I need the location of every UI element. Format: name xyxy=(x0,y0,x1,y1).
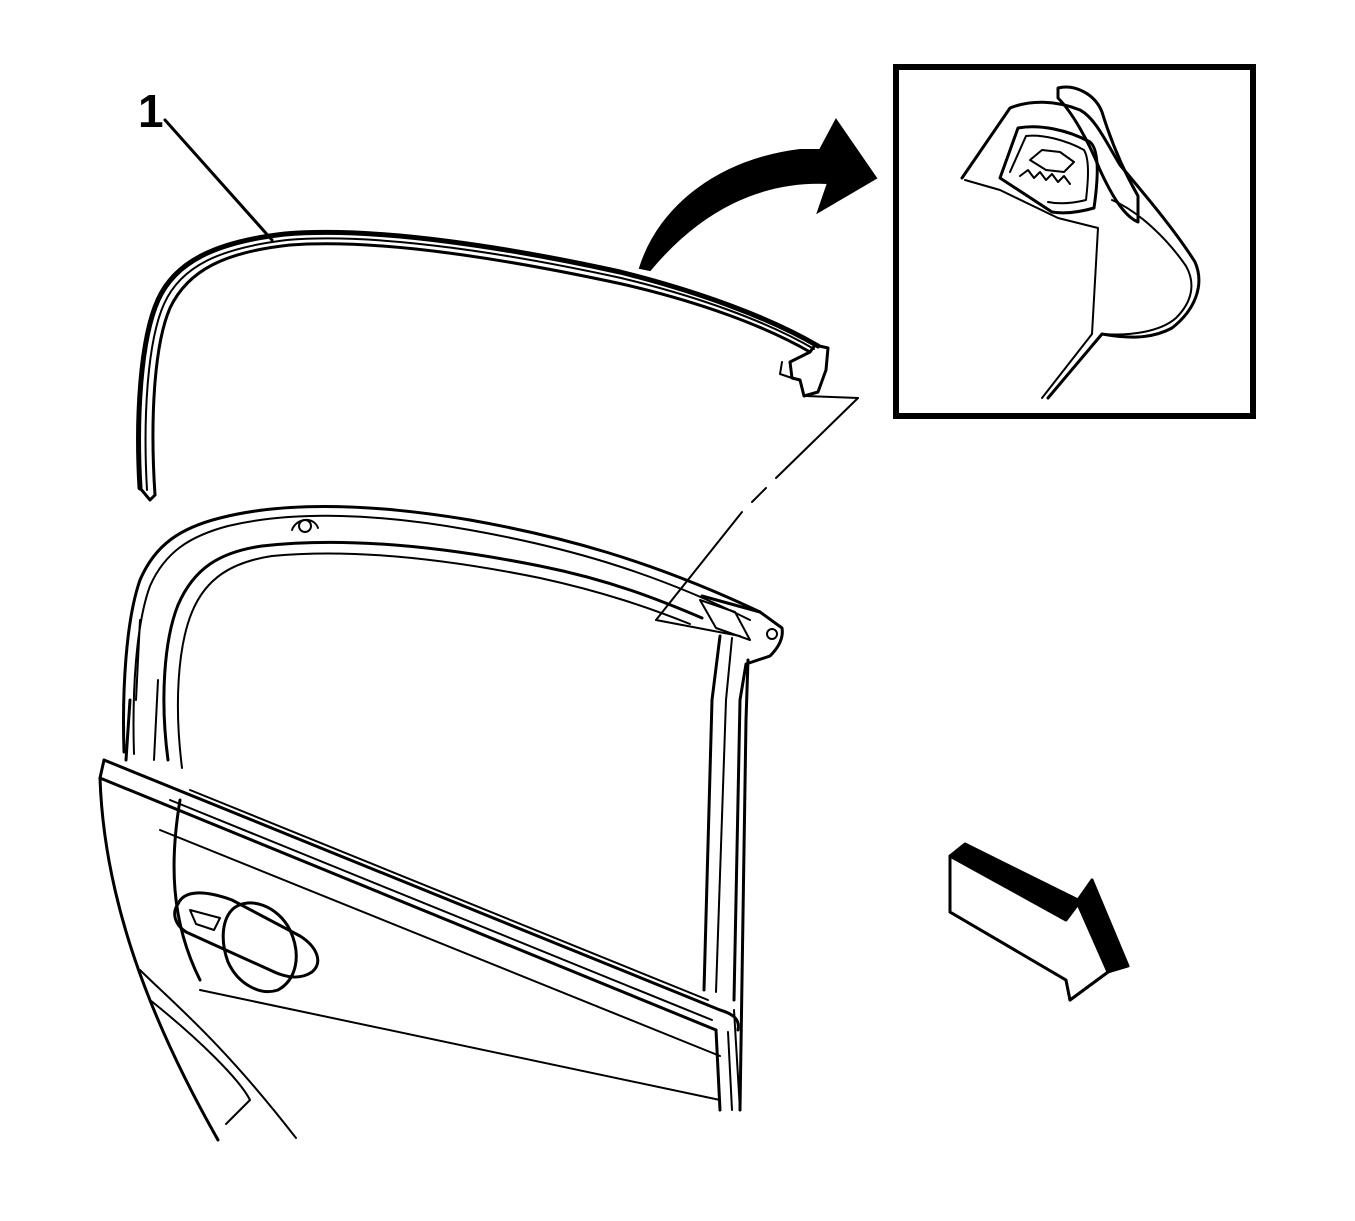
rear-door-assembly xyxy=(98,504,784,1142)
detail-leader xyxy=(655,395,859,637)
callout-label-1: 1 xyxy=(138,85,164,137)
curved-arrow-icon xyxy=(638,118,878,272)
forward-direction-arrow-icon xyxy=(948,842,1130,1002)
inset-detail-view xyxy=(893,64,1256,419)
weatherstrip-part xyxy=(136,229,830,502)
callout-leader-line xyxy=(163,118,274,242)
